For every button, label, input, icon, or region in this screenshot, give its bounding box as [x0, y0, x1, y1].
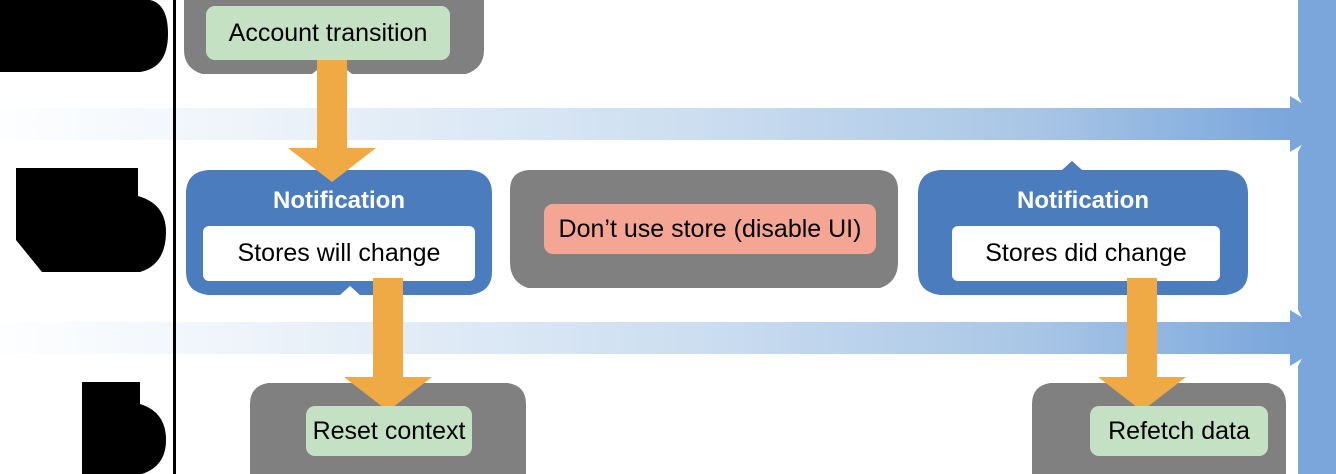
chip-dont-use-store[interactable]: Don’t use store (disable UI) [544, 204, 876, 254]
label-reset-context: Reset context [312, 416, 466, 445]
arrow-stores-will-change-to-reset-context [344, 278, 432, 411]
chip-refetch-data[interactable]: Refetch data [1090, 406, 1268, 456]
lane-label-redaction-top [0, 0, 168, 72]
label-dont-use-store: Don’t use store (disable UI) [558, 214, 862, 243]
notification-stores-will-change[interactable] [186, 161, 492, 295]
label-refetch-data: Refetch data [1108, 416, 1250, 445]
notification-stores-did-change[interactable] [918, 161, 1248, 295]
lane-divider [173, 0, 176, 474]
arrow-account-transition-to-stores-will-change [288, 55, 376, 182]
lane-label-redaction-bottom [82, 382, 166, 474]
chip-reset-context[interactable]: Reset context [306, 406, 472, 456]
label-account-transition: Account transition [228, 18, 428, 47]
timeline-band-2 [0, 310, 1336, 366]
timeline-column-right [1298, 0, 1336, 474]
chip-account-transition[interactable]: Account transition [206, 6, 450, 60]
arrow-stores-did-change-to-refetch-data [1098, 278, 1186, 411]
lane-label-redaction-middle [16, 168, 166, 272]
timeline-band-1 [0, 96, 1336, 152]
